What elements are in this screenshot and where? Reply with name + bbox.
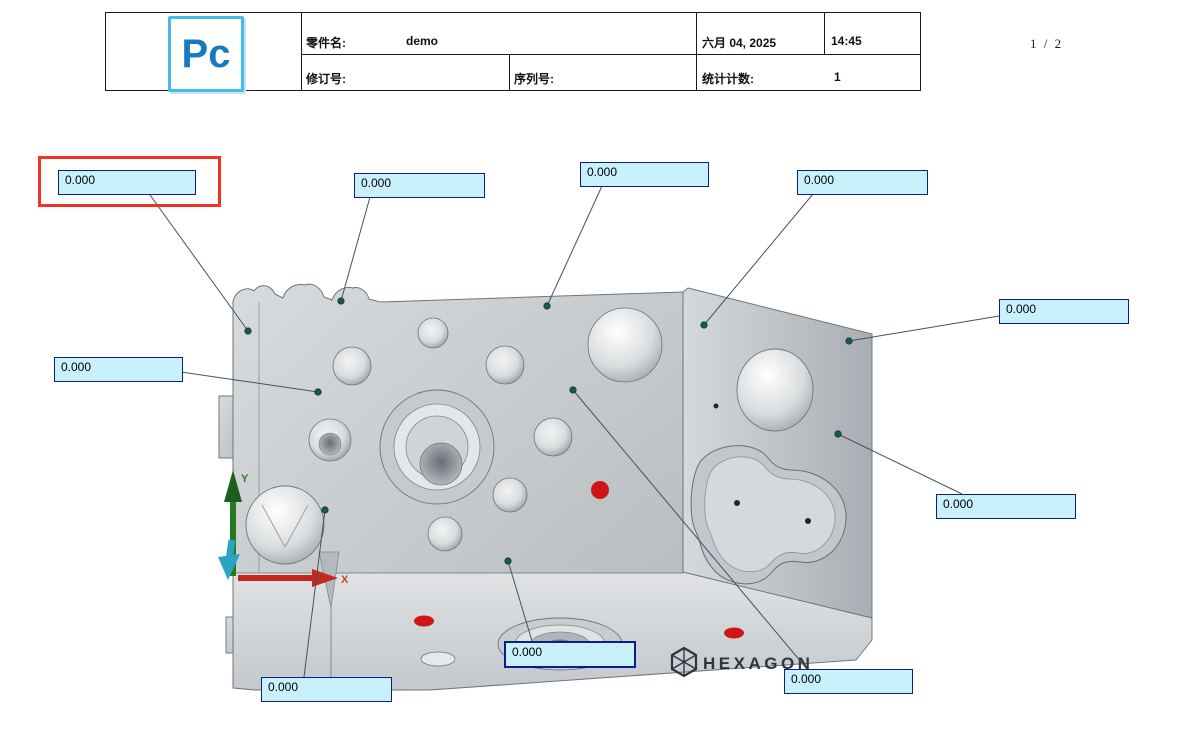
dimension-label-2[interactable]: 0.000 [580,162,709,187]
red-marker [724,627,744,639]
leader-line [703,193,814,326]
axis-y-label: Y [241,473,249,485]
dimension-label-6[interactable]: 0.000 [936,494,1076,519]
report-time: 14:45 [831,34,862,48]
red-marker [591,481,609,499]
pcdmis-logo-text: Pc [181,32,231,76]
measurement-point [700,321,708,329]
measurement-point [504,557,512,565]
leader-line [303,509,326,678]
leader-line [848,315,1000,342]
count-value: 1 [834,70,841,84]
leader-line [572,389,808,670]
count-label: 统计计数: [702,72,754,86]
axis-x-label: X [341,574,349,586]
hexagon-logo-text: HEXAGON [703,654,813,673]
dimension-label-9[interactable]: 0.000 [784,669,913,694]
leader-line [149,194,249,332]
red-marker [414,615,434,627]
dimension-label-3[interactable]: 0.000 [797,170,928,195]
leader-line [507,560,533,642]
coordinate-triad: Y X [218,470,349,587]
pcdmis-logo: Pc [168,16,244,92]
part-name-value: demo [406,34,439,48]
dimension-label-7[interactable]: 0.000 [504,641,636,668]
part-name-label: 零件名: [306,36,346,50]
measurement-point [569,386,577,394]
report-header-table: Pc 零件名: demo 六月 04, 2025 14:45 修订号: 序列号:… [105,12,921,92]
measurement-point [845,337,853,345]
serial-label: 序列号: [514,72,554,86]
leader-lines [149,185,1000,678]
leader-line [180,371,319,393]
measurement-point [834,430,842,438]
report-date: 六月 04, 2025 [702,36,777,50]
measurement-point [337,297,345,305]
dimension-label-1[interactable]: 0.000 [354,173,485,198]
revision-label: 修订号: [306,72,346,86]
dimension-label-5[interactable]: 0.000 [54,357,183,382]
measurement-point [314,388,322,396]
selection-highlight [38,156,221,207]
measurement-points [244,297,853,565]
hexagon-logo: HEXAGON [670,646,813,678]
leader-line [837,433,963,495]
measurement-point [244,327,252,335]
measurement-point [321,506,329,514]
dimension-label-4[interactable]: 0.000 [999,299,1129,324]
page-indicator: 1 / 2 [1030,36,1064,51]
dimension-label-0[interactable]: 0.000 [58,170,196,195]
leader-line [340,196,371,302]
dimension-label-8[interactable]: 0.000 [261,677,392,702]
leader-line [546,185,603,307]
measurement-point [543,302,551,310]
